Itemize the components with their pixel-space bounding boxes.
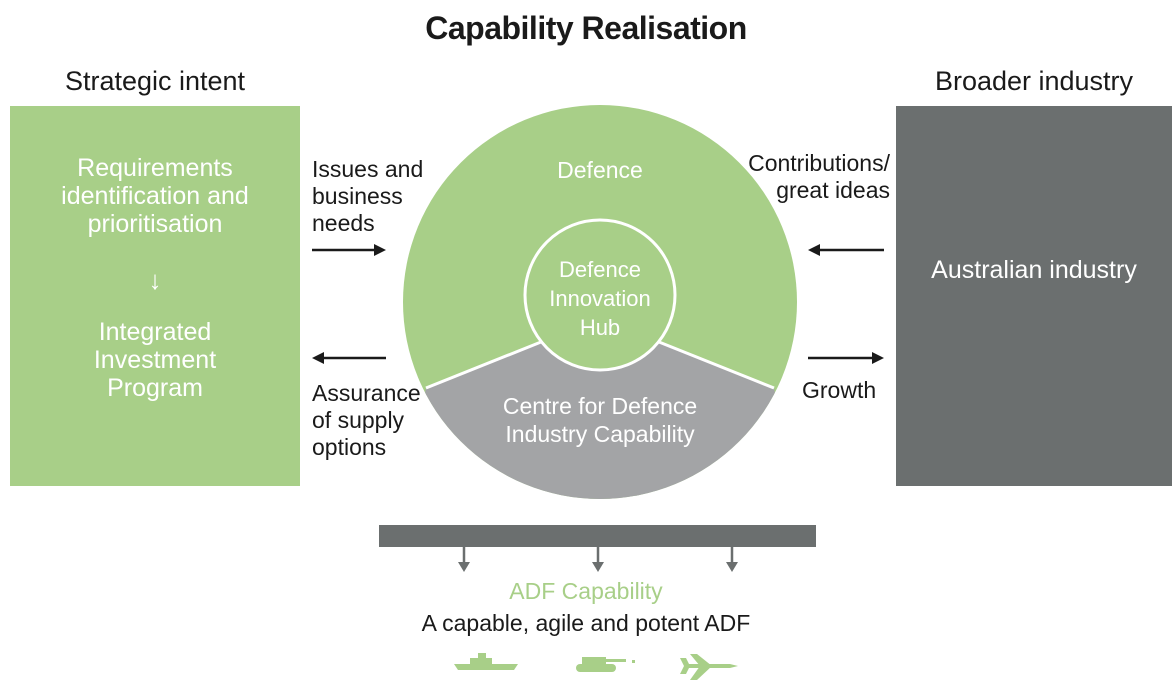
broader-industry-heading: Broader industry	[934, 66, 1134, 96]
contributions-label: Contributions/ great ideas	[745, 150, 890, 204]
requirements-line-2: identification and	[61, 182, 249, 210]
innovation-hub-label: Defence Innovation Hub	[525, 255, 675, 342]
issues-line-1: Issues and	[312, 156, 424, 182]
australian-industry-text: Australian industry	[931, 256, 1137, 284]
divider-left	[425, 340, 542, 390]
issues-label: Issues and business needs	[312, 156, 423, 237]
innovation-hub-circle	[523, 218, 677, 372]
requirements-line-1: Requirements	[77, 154, 233, 182]
cdic-label: Centre for Defence Industry Capability	[470, 392, 730, 448]
contributions-line-2: great ideas	[776, 177, 890, 203]
strategic-intent-panel: Requirements identification and prioriti…	[10, 106, 300, 486]
assurance-arrow-head	[312, 352, 324, 364]
strategic-intent-heading: Strategic intent	[64, 66, 246, 96]
broader-industry-panel: Australian industry	[896, 106, 1172, 486]
adf-bar	[379, 525, 816, 547]
growth-arrow-head	[872, 352, 884, 364]
requirements-text: Requirements identification and prioriti…	[10, 154, 300, 238]
cdic-line-2: Industry Capability	[505, 421, 695, 447]
hub-line-3: Hub	[579, 315, 621, 340]
investment-line-1: Integrated	[98, 318, 212, 346]
requirements-line-3: prioritisation	[87, 210, 223, 238]
hub-line-2: Innovation	[549, 286, 651, 311]
jet-icon	[680, 654, 738, 680]
investment-line-2: Investment	[93, 346, 217, 374]
ship-icon	[454, 653, 518, 670]
investment-line-3: Program	[107, 374, 203, 402]
tank-icon	[576, 657, 635, 672]
investment-program-text: Integrated Investment Program	[10, 318, 300, 402]
adf-capability-subtitle: A capable, agile and potent ADF	[421, 610, 751, 636]
cdic-line-1: Centre for Defence	[502, 393, 698, 419]
assurance-line-2: of supply	[312, 407, 405, 433]
assurance-label: Assurance of supply options	[312, 380, 421, 461]
diagram-title: Capability Realisation	[425, 10, 747, 46]
contributions-arrow-head	[808, 244, 820, 256]
issues-line-2: business	[312, 183, 403, 209]
divider-right	[658, 340, 775, 390]
contributions-line-1: Contributions/	[748, 150, 890, 176]
down-arrow-icon: ↓	[148, 265, 162, 295]
assurance-line-3: options	[312, 434, 387, 460]
adf-capability-heading: ADF Capability	[509, 578, 663, 604]
hub-line-1: Defence	[559, 257, 641, 282]
defence-label: Defence	[557, 157, 643, 183]
bar-arrow-2	[592, 562, 604, 572]
growth-label: Growth	[802, 377, 877, 403]
assurance-line-1: Assurance	[312, 380, 421, 406]
bar-arrow-1	[458, 562, 470, 572]
issues-line-3: needs	[312, 210, 375, 236]
bar-arrow-3	[726, 562, 738, 572]
issues-arrow-head	[374, 244, 386, 256]
